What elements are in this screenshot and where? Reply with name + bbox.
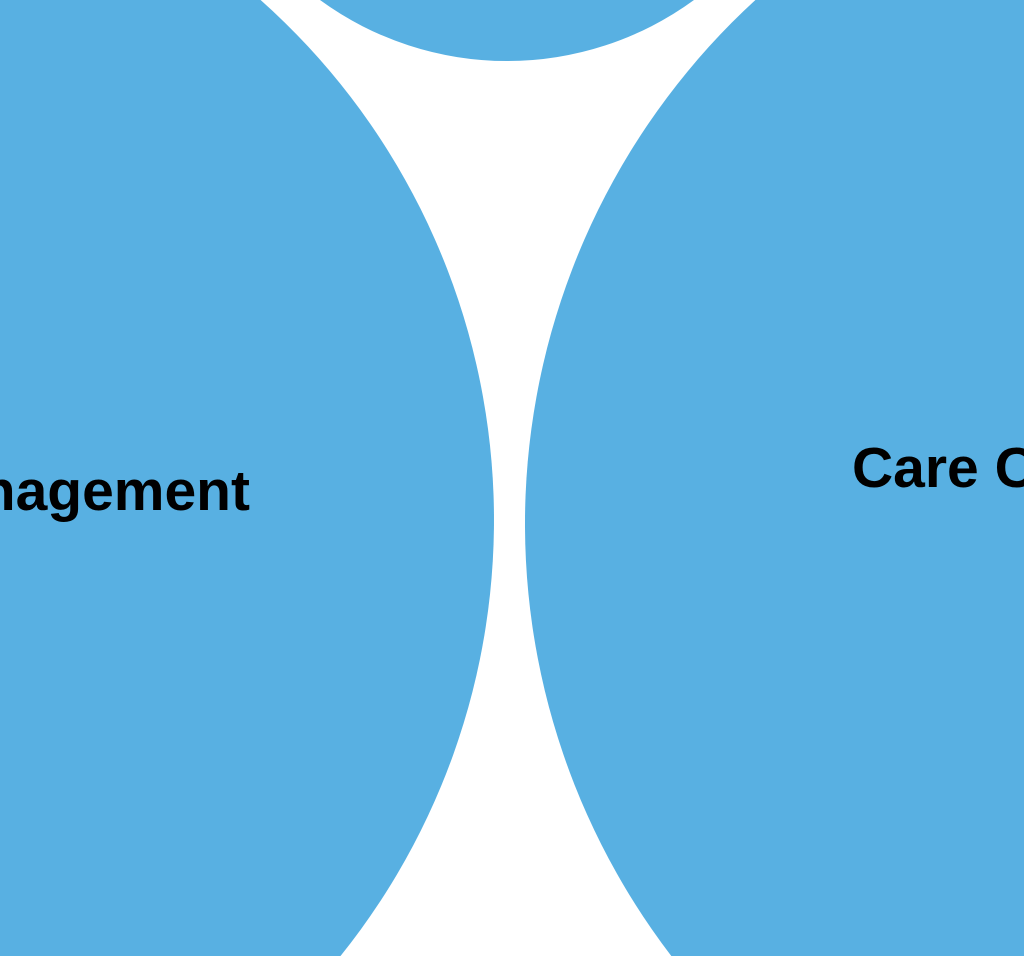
top-node-circle bbox=[320, 0, 694, 62]
right-node-label: Care C bbox=[852, 436, 1024, 500]
left-node-circle bbox=[0, 0, 494, 956]
right-node-circle bbox=[524, 0, 1024, 956]
left-node-label: nagement bbox=[0, 459, 250, 523]
